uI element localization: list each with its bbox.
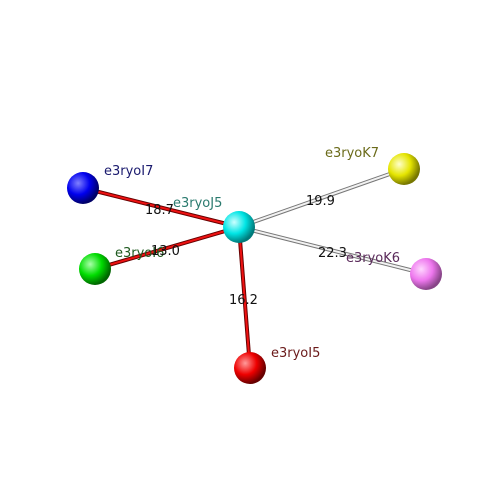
- bond-e3ryoK6: [238, 225, 427, 276]
- distance-label-e3ryoI7: 18.7: [145, 203, 174, 218]
- bond-e3ryoI5: [237, 226, 252, 369]
- distance-labels: 18.7 13.0 16.2 19.9 22.3: [145, 194, 347, 308]
- bond-e3ryoI6: [94, 225, 240, 271]
- distance-label-e3ryoI5: 16.2: [229, 293, 258, 308]
- distance-label-e3ryoK7: 19.9: [306, 194, 335, 209]
- atom-e3ryoK6[interactable]: [410, 258, 442, 290]
- atom-label-e3ryoI5: e3ryoI5: [271, 346, 320, 361]
- distance-label-e3ryoI6: 13.0: [151, 244, 180, 259]
- atom-label-e3ryoI6: e3ryoI6: [115, 246, 164, 261]
- atom-label-e3ryoJ5: e3ryoJ5: [173, 196, 222, 211]
- atom-label-e3ryoI7: e3ryoI7: [104, 164, 153, 179]
- atom-label-e3ryoK7: e3ryoK7: [325, 146, 379, 161]
- atom-e3ryoJ5[interactable]: [223, 211, 255, 243]
- bonds: [82, 167, 427, 369]
- atoms: [67, 153, 442, 384]
- atom-labels: e3ryoI7 e3ryoI6 e3ryoI5 e3ryoK7 e3ryoK6 …: [104, 146, 400, 361]
- atom-e3ryoK7[interactable]: [388, 153, 420, 185]
- atom-e3ryoI5[interactable]: [234, 352, 266, 384]
- atom-e3ryoI6[interactable]: [79, 253, 111, 285]
- atom-label-e3ryoK6: e3ryoK6: [346, 251, 400, 266]
- atom-e3ryoI7[interactable]: [67, 172, 99, 204]
- distance-label-e3ryoK6: 22.3: [318, 246, 347, 261]
- bond-e3ryoK7: [238, 167, 405, 229]
- bond-e3ryoI7: [82, 186, 240, 229]
